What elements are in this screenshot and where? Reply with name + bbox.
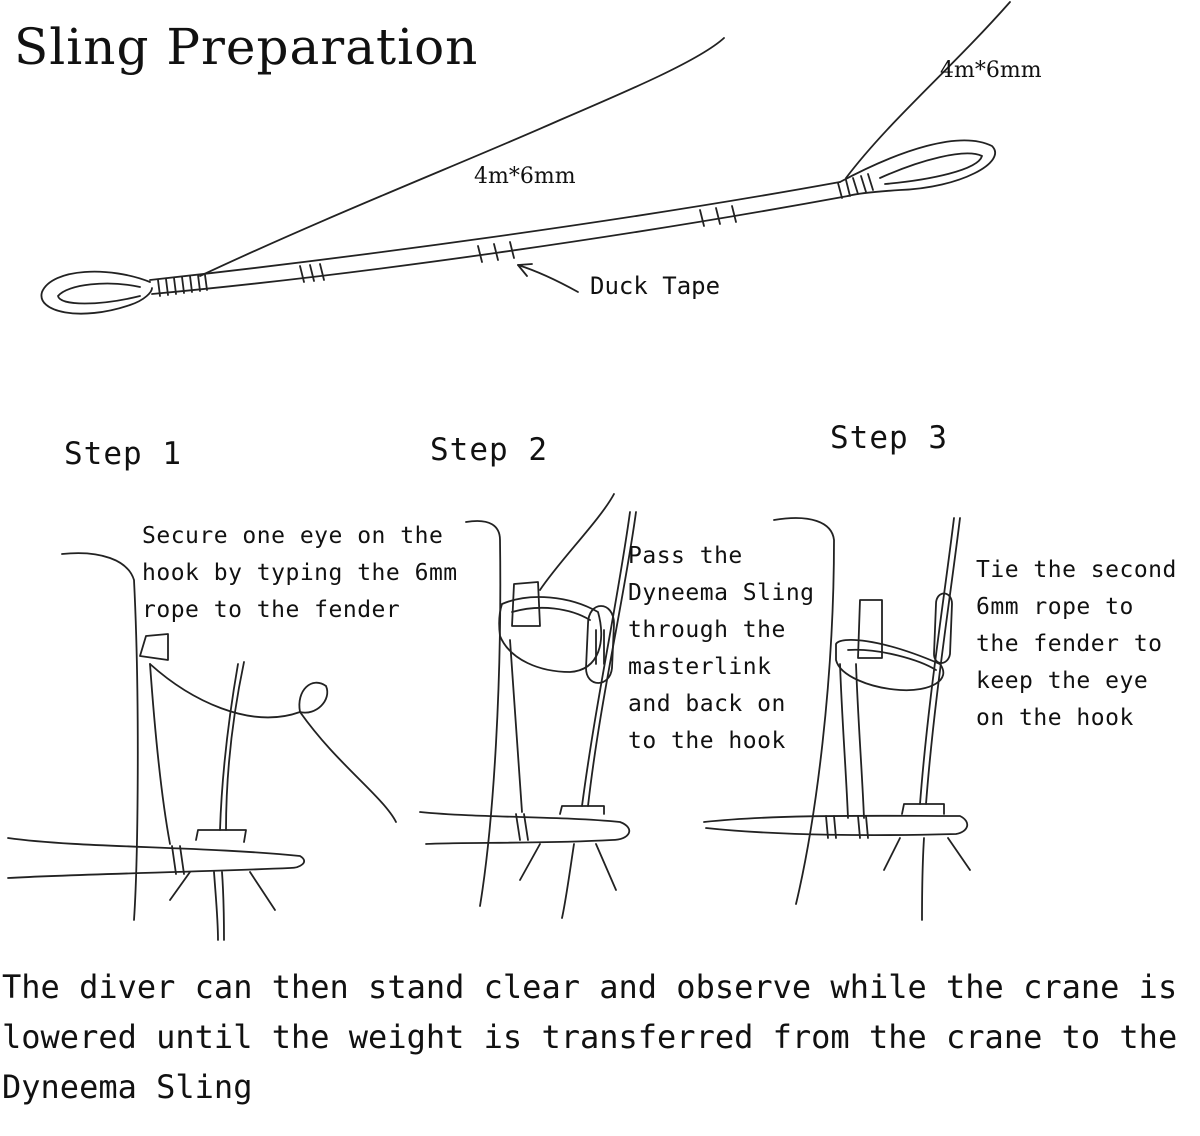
step3-heading: Step 3 — [830, 420, 948, 456]
step3-note: Tie the second 6mm rope to the fender to… — [976, 557, 1177, 731]
rope-label-left: 4m*6mm — [474, 164, 576, 189]
duck-tape-label: Duck Tape — [590, 272, 721, 300]
step1-heading: Step 1 — [64, 436, 182, 472]
step2-heading: Step 2 — [430, 432, 548, 468]
sling-illustration — [40, 1, 1011, 315]
rope-label-right: 4m*6mm — [940, 58, 1042, 83]
step3-illustration — [703, 517, 971, 921]
page-title: Sling Preparation — [14, 18, 479, 76]
step1-illustration — [7, 552, 397, 941]
step2-illustration — [419, 493, 637, 919]
step1-note: Secure one eye on the hook by typing the… — [142, 523, 458, 623]
step2-note: Pass the Dyneema Sling through the maste… — [628, 543, 815, 754]
footer-caption: The diver can then stand clear and obser… — [2, 968, 1178, 1106]
